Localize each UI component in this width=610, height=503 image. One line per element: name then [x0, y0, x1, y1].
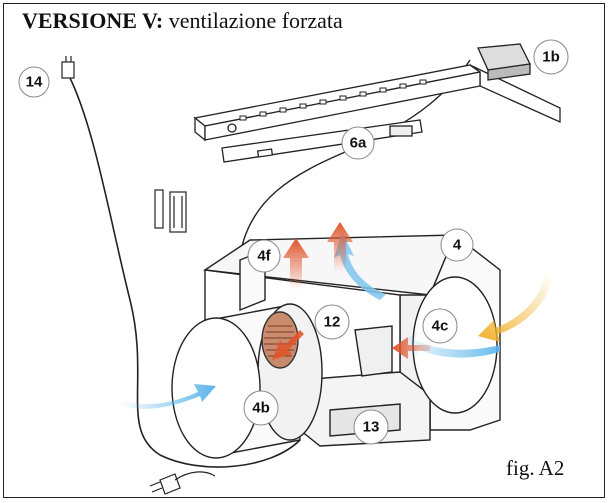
title-rest: ventilazione forzata — [163, 8, 343, 33]
callout-13: 13 — [353, 409, 389, 445]
hot-air-arrow-1 — [283, 238, 309, 290]
callout-1b: 1b — [533, 39, 569, 75]
airflow-arrows — [120, 222, 552, 409]
spare-clips — [154, 189, 187, 233]
callout-4c: 4c — [422, 308, 458, 344]
callout-6a: 6a — [341, 126, 375, 160]
hot-air-arrow-2 — [327, 222, 353, 272]
callout-12: 12 — [314, 304, 350, 340]
callout-13-label: 13 — [363, 419, 380, 436]
callout-14-label: 14 — [26, 74, 43, 91]
callout-6a-label: 6a — [350, 135, 367, 152]
fan-grill — [264, 325, 296, 357]
title-bold: VERSIONE V: — [22, 8, 164, 33]
control-box — [477, 43, 531, 81]
fan-duct — [171, 303, 323, 459]
cold-air-arrow-right — [398, 332, 500, 358]
callout-4b: 4b — [243, 390, 279, 426]
figure-label: fig. A2 — [506, 456, 565, 480]
figure-frame — [3, 3, 605, 498]
bottom-plug-icon — [149, 471, 216, 495]
hot-air-arrow-right — [392, 337, 430, 359]
callout-4: 4 — [440, 228, 474, 262]
cold-air-arrow-center — [334, 232, 386, 300]
callout-1b-label: 1b — [542, 49, 560, 66]
callout-4c-label: 4c — [432, 318, 449, 335]
warm-air-arrow — [478, 275, 552, 342]
callout-4f: 4f — [247, 239, 281, 273]
wall-plug-icon — [61, 56, 75, 79]
power-cable — [69, 77, 301, 468]
callout-12-label: 12 — [324, 314, 341, 331]
cold-air-arrow-left — [120, 384, 216, 409]
callout-4-label: 4 — [453, 237, 462, 254]
hot-air-arrow-fan — [272, 330, 304, 360]
callout-4f-label: 4f — [257, 248, 271, 265]
figure-title: VERSIONE V: ventilazione forzata — [22, 8, 343, 34]
callout-14: 14 — [18, 66, 50, 98]
mounting-bracket — [193, 64, 561, 142]
callout-4b-label: 4b — [252, 400, 270, 417]
